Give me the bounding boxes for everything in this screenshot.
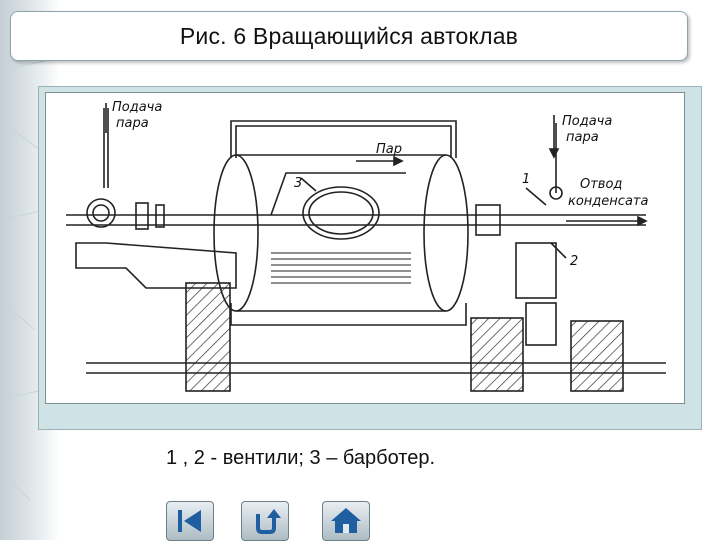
autoclave-figure: Подача пара Подача пара Пар Отвод конден… bbox=[45, 92, 685, 404]
label-condensate-outlet: Отвод bbox=[580, 177, 622, 192]
label-steam-supply-right-2: пара bbox=[566, 130, 599, 145]
home-button[interactable] bbox=[322, 501, 370, 541]
slide-title: Рис. 6 Вращающийся автоклав bbox=[179, 22, 519, 49]
manhole bbox=[302, 186, 380, 240]
title-box: Рис. 6 Вращающийся автоклав bbox=[10, 11, 688, 61]
label-num-2: 2 bbox=[570, 254, 578, 269]
first-slide-button[interactable] bbox=[166, 501, 214, 541]
label-num-3: 3 bbox=[294, 176, 302, 191]
label-steam-supply-left-2: пара bbox=[116, 116, 149, 131]
home-icon bbox=[331, 508, 361, 533]
label-steam-supply-right: Подача bbox=[562, 114, 612, 129]
autoclave-drawing: Подача пара Подача пара Пар Отвод конден… bbox=[66, 100, 666, 392]
label-condensate-outlet-2: конденсата bbox=[568, 194, 648, 209]
label-steam: Пар bbox=[376, 142, 402, 157]
label-num-1: 1 bbox=[522, 172, 530, 187]
label-steam-supply-left: Подача bbox=[112, 100, 162, 115]
right-pedestal-1 bbox=[470, 317, 524, 392]
first-slide-icon bbox=[178, 510, 201, 532]
return-icon bbox=[256, 509, 281, 534]
left-pedestal bbox=[185, 282, 231, 392]
figure-caption: 1 , 2 - вентили; 3 – барботер. bbox=[166, 447, 436, 469]
right-pedestal-2 bbox=[570, 320, 624, 392]
drum-right-end bbox=[423, 154, 469, 312]
return-button[interactable] bbox=[241, 501, 289, 541]
